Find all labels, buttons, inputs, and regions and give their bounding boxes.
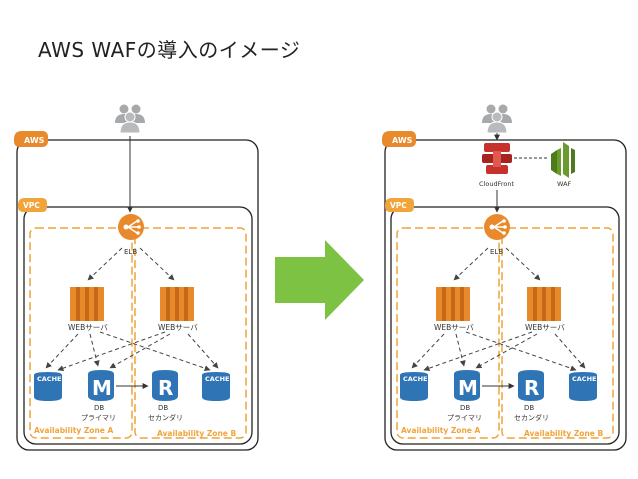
elb-to-web2-arrow <box>139 247 175 281</box>
db-master-label-2: プライマリ <box>447 414 482 422</box>
web2-to-cache1-arrow <box>423 331 533 372</box>
svg-text:R: R <box>158 376 173 400</box>
right-diagram: AWS CloudFront WAF VPC <box>382 104 627 451</box>
web-server-1-label: WEBサーバ <box>68 323 108 332</box>
elb-label: ELB <box>124 248 137 256</box>
svg-text:AWS: AWS <box>24 136 45 145</box>
web2-to-master-arrow <box>475 333 538 369</box>
cache-1-icon: CACHE <box>400 372 428 401</box>
svg-text:CACHE: CACHE <box>403 375 427 383</box>
db-master-label-2: プライマリ <box>81 414 116 422</box>
vpc-badge: VPC <box>18 198 47 212</box>
svg-text:CACHE: CACHE <box>205 375 229 383</box>
web-server-2-icon <box>527 287 561 321</box>
web1-to-cache2-arrow <box>99 331 211 372</box>
elb-icon <box>484 214 510 240</box>
az-b-label: Availability Zone B <box>157 429 236 438</box>
cache-1-icon: CACHE <box>34 372 62 401</box>
users-icon <box>115 104 145 134</box>
web1-to-master-arrow <box>89 333 100 367</box>
web1-to-cache1-arrow <box>45 333 79 369</box>
page-title: AWS WAFの導入のイメージ <box>38 38 301 62</box>
aws-cloud-boundary <box>16 139 259 451</box>
left-diagram: AWS VPC Availability Zone A Availability… <box>14 104 259 451</box>
web-server-1-label: WEBサーバ <box>434 323 474 332</box>
web-server-1-icon <box>70 287 104 321</box>
availability-zone-b <box>134 227 247 439</box>
elb-label: ELB <box>490 248 503 256</box>
elb-icon <box>118 214 144 240</box>
svg-text:AWS: AWS <box>392 136 413 145</box>
web1-to-cache2-arrow <box>465 331 577 372</box>
web-server-1-icon <box>436 287 470 321</box>
web-server-2-label: WEBサーバ <box>158 323 198 332</box>
users-icon <box>482 104 512 134</box>
web2-to-master-arrow <box>109 333 171 369</box>
svg-text:M: M <box>92 376 112 400</box>
cache-2-icon: CACHE <box>569 372 597 401</box>
availability-zone-b <box>501 227 614 439</box>
db-master-icon: M <box>454 370 480 401</box>
web1-to-master-arrow <box>455 333 466 367</box>
svg-text:CACHE: CACHE <box>37 375 61 383</box>
elb-to-web2-arrow <box>505 247 541 281</box>
availability-zone-a <box>396 227 500 439</box>
az-a-label: Availability Zone A <box>34 426 113 435</box>
svg-text:R: R <box>524 376 539 400</box>
aws-badge: AWS <box>382 131 416 147</box>
db-replica-icon: R <box>518 370 544 401</box>
availability-zone-a <box>29 227 133 439</box>
elb-to-web1-arrow <box>453 247 489 281</box>
web2-to-cache2-arrow <box>554 333 586 369</box>
web-server-2-label: WEBサーバ <box>525 323 565 332</box>
vpc-badge: VPC <box>385 198 414 212</box>
web2-to-cache1-arrow <box>57 331 166 372</box>
az-b-label: Availability Zone B <box>524 429 603 438</box>
elb-to-web1-arrow <box>87 247 123 281</box>
db-replica-label-1: DB <box>158 404 168 412</box>
aws-cloud-boundary <box>384 139 627 451</box>
cache-2-icon: CACHE <box>202 372 230 401</box>
web-server-2-icon <box>160 287 194 321</box>
svg-text:VPC: VPC <box>390 201 407 210</box>
az-a-label: Availability Zone A <box>401 426 480 435</box>
cloudfront-label: CloudFront <box>479 180 514 188</box>
waf-label: WAF <box>557 180 572 188</box>
db-master-icon: M <box>88 370 114 401</box>
svg-text:M: M <box>458 376 478 400</box>
aws-badge: AWS <box>14 131 48 147</box>
transition-arrow-icon <box>275 240 364 320</box>
svg-text:VPC: VPC <box>23 201 40 210</box>
waf-icon <box>551 142 575 178</box>
web2-to-cache2-arrow <box>187 333 219 369</box>
db-replica-icon: R <box>152 370 178 401</box>
db-replica-label-2: セカンダリ <box>514 413 549 422</box>
db-master-label-1: DB <box>94 404 104 412</box>
web1-to-cache1-arrow <box>411 333 445 369</box>
db-master-label-1: DB <box>460 404 470 412</box>
db-replica-label-1: DB <box>524 404 534 412</box>
vpc-boundary <box>23 206 253 445</box>
svg-text:CACHE: CACHE <box>572 375 596 383</box>
cloudfront-icon <box>482 143 512 174</box>
db-replica-label-2: セカンダリ <box>148 413 183 422</box>
vpc-boundary <box>390 206 620 445</box>
